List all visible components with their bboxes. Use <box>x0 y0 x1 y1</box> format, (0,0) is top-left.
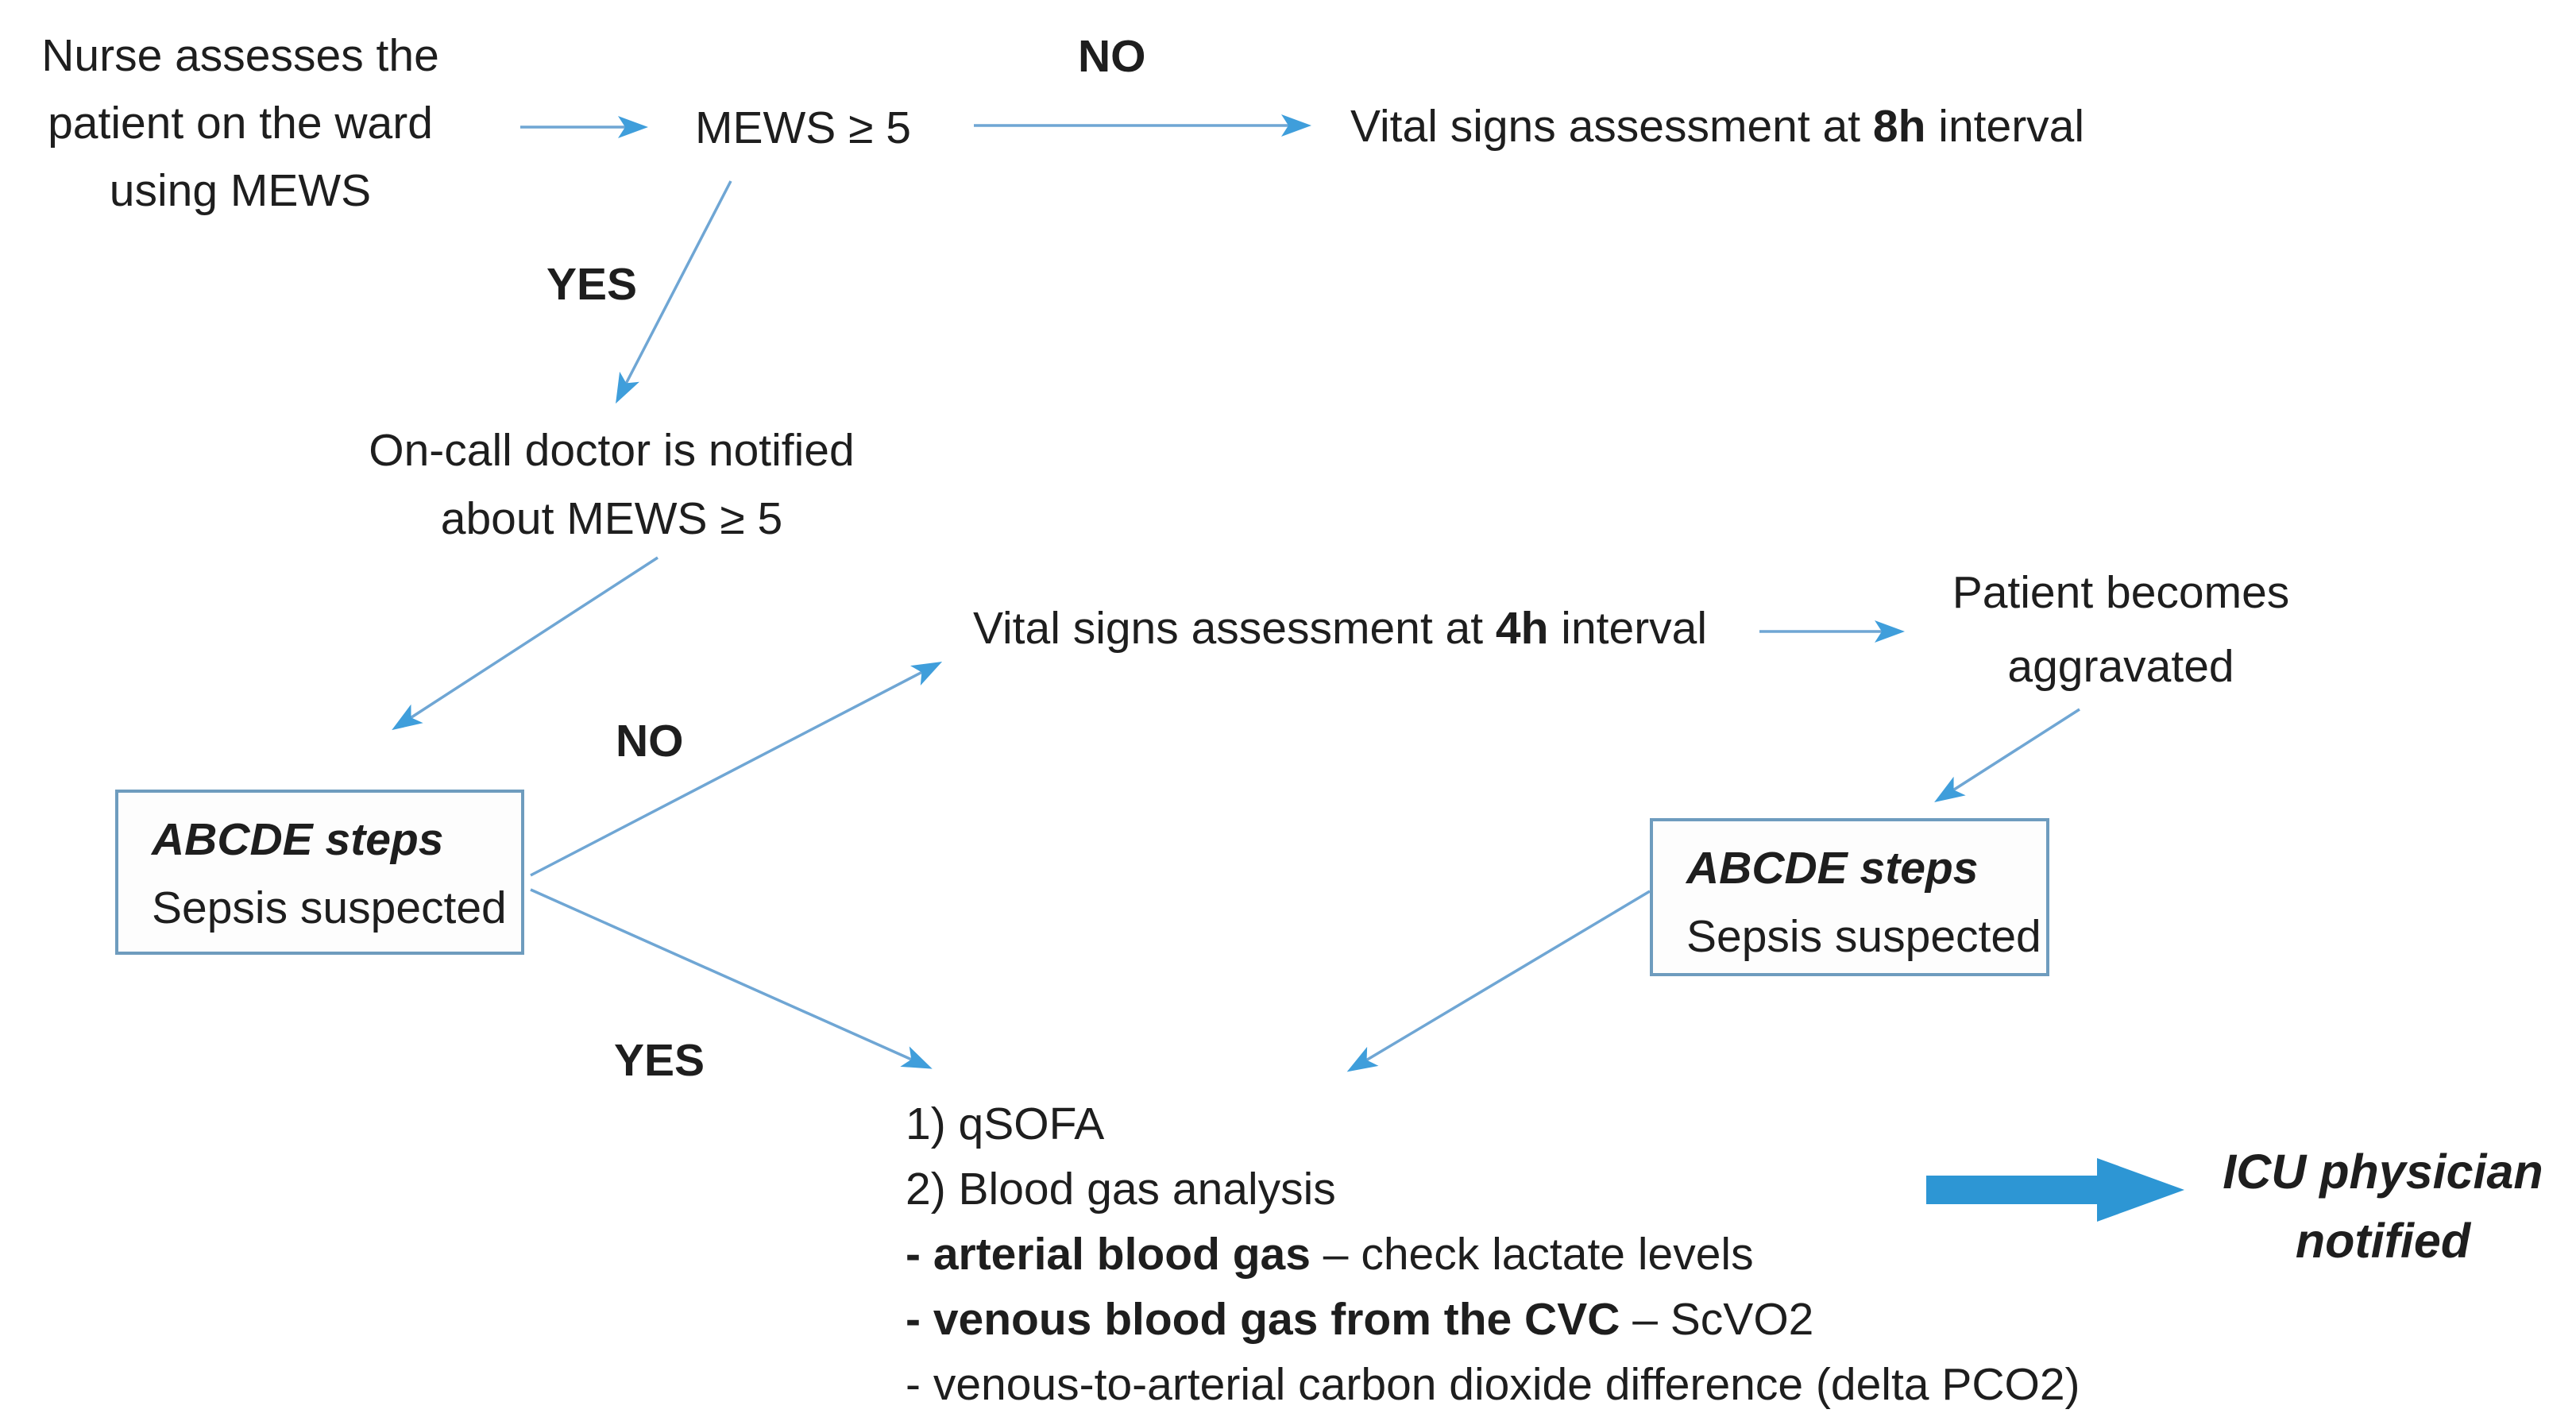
checklist-item-qsofa: 1) qSOFA <box>906 1091 2080 1157</box>
arrow-abcde-right-to-checklist <box>1346 890 1651 1072</box>
node-icu-notified: ICU physician notified <box>2200 1137 2566 1276</box>
node-checklist: 1) qSOFA 2) Blood gas analysis - arteria… <box>906 1091 2080 1417</box>
checklist-item-blood-gas: 2) Blood gas analysis <box>906 1157 2080 1222</box>
checklist-item-3-text: – check lactate levels <box>1310 1229 1754 1280</box>
vitals-4h-bold: 4h <box>1495 603 1549 654</box>
node-oncall-line2: about MEWS ≥ 5 <box>440 493 783 544</box>
arrow-mews-to-oncall-yes <box>616 180 732 404</box>
label-no-mid: NO <box>616 716 684 767</box>
checklist-item-delta-pco2: - venous-to-arterial carbon dioxide diff… <box>906 1352 2080 1417</box>
arrow-abcde-left-to-checklist-yes <box>530 888 933 1069</box>
node-oncall-doctor: On-call doctor is notified about MEWS ≥ … <box>334 416 890 553</box>
node-nurse-line3: using MEWS <box>109 165 372 216</box>
node-oncall-line1: On-call doctor is notified <box>369 425 855 476</box>
node-vitals-4h: Vital signs assessment at 4h interval <box>973 601 1707 656</box>
node-mews-decision: MEWS ≥ 5 <box>695 102 911 153</box>
patient-line2: aggravated <box>2007 641 2234 692</box>
abcde-right-subtitle: Sepsis suspected <box>1686 911 2041 962</box>
patient-line1: Patient becomes <box>1952 567 2290 618</box>
vitals-8h-bold: 8h <box>1872 101 1926 152</box>
icu-line1: ICU physician <box>2223 1145 2543 1199</box>
vitals-4h-pre: Vital signs assessment at <box>973 603 1496 654</box>
box-abcde-right: ABCDE steps Sepsis suspected <box>1650 818 2049 976</box>
arrow-patient-to-abcde-right <box>1934 708 2080 803</box>
arrow-oncall-to-abcde-left <box>392 556 658 731</box>
node-vitals-8h: Vital signs assessment at 8h interval <box>1350 98 2084 154</box>
abcde-right-title: ABCDE steps <box>1686 843 1979 894</box>
checklist-item-1-text: 1) qSOFA <box>906 1099 1105 1149</box>
checklist-item-3-bold: - arterial blood gas <box>906 1229 1311 1280</box>
checklist-item-arterial: - arterial blood gas – check lactate lev… <box>906 1222 2080 1287</box>
node-nurse-assessment: Nurse assesses the patient on the ward u… <box>12 22 469 225</box>
checklist-item-4-text: – ScVO2 <box>1620 1294 1814 1345</box>
vitals-4h-post: interval <box>1548 603 1708 654</box>
vitals-8h-post: interval <box>1925 101 2085 152</box>
abcde-left-title: ABCDE steps <box>152 814 444 865</box>
checklist-item-venous-cvc: - venous blood gas from the CVC – ScVO2 <box>906 1287 2080 1352</box>
icu-block-arrow <box>1926 1158 2184 1222</box>
node-nurse-line2: patient on the ward <box>48 98 433 149</box>
checklist-item-5-text: - venous-to-arterial carbon dioxide diff… <box>906 1359 2080 1410</box>
box-abcde-left: ABCDE steps Sepsis suspected <box>115 790 524 955</box>
label-no-top: NO <box>1078 31 1146 82</box>
vitals-8h-pre: Vital signs assessment at <box>1350 101 1873 152</box>
checklist-item-2-text: 2) Blood gas analysis <box>906 1164 1336 1215</box>
node-nurse-line1: Nurse assesses the <box>41 30 439 81</box>
icu-line2: notified <box>2295 1214 2471 1268</box>
abcde-left-subtitle: Sepsis suspected <box>152 882 507 933</box>
label-yes-top: YES <box>546 259 638 310</box>
label-yes-mid: YES <box>614 1035 705 1086</box>
arrow-abcde-left-to-4h-no <box>530 662 943 877</box>
checklist-item-4-bold: - venous blood gas from the CVC <box>906 1294 1620 1345</box>
node-patient-aggravated: Patient becomes aggravated <box>1934 556 2308 704</box>
